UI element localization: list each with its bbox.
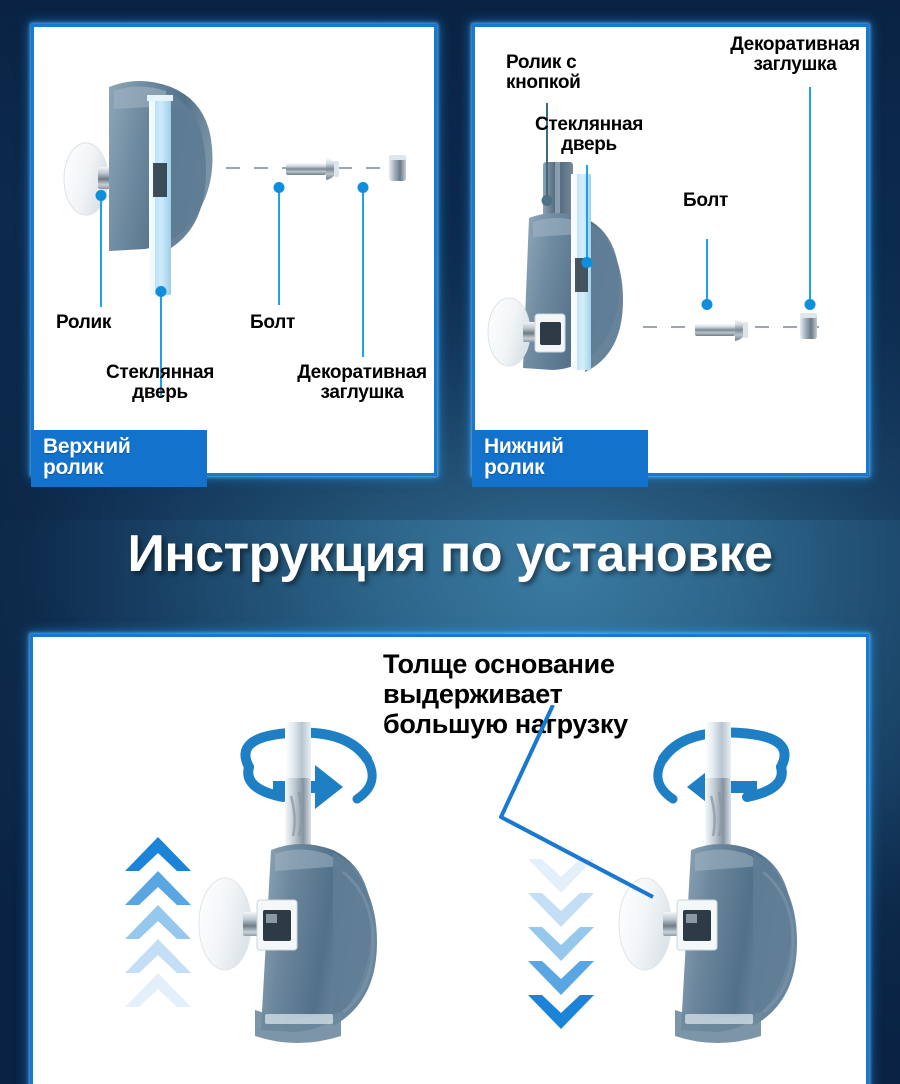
callout-steklyannaya-dver: Стеклянная дверь: [105, 362, 215, 404]
panel-installation: Толще основание выдерживает большую нагр…: [30, 634, 869, 1084]
leader-line-rolik: [95, 190, 107, 307]
headline-pointer-line: [499, 705, 654, 899]
leader-dot-steklyannaya-dver: [581, 257, 593, 268]
decorative-cap-illustration: [800, 313, 817, 339]
callout-bolt: Болт: [250, 312, 295, 333]
left-roller-illustration: [198, 722, 377, 1043]
badge-top-roller: Верхний ролик: [31, 430, 207, 487]
bottom-roller-assembly-illustration: [487, 162, 623, 372]
callout-rolik: Ролик: [56, 312, 112, 333]
panel-bottom-roller: Ролик с кнопкой Стеклянная дверь Болт Де…: [472, 24, 869, 476]
leader-line-bolt: [701, 239, 713, 310]
leader-dot-rolik: [95, 190, 107, 201]
chevrons-up-icon: [125, 837, 191, 1007]
callout-dekorativnaya-zaglushka: Декоративная заглушка: [730, 34, 860, 76]
panel-bottom-roller-content: Ролик с кнопкой Стеклянная дверь Болт Де…: [475, 27, 866, 473]
leader-line-rolik-s-knopkoy: [541, 103, 553, 206]
callout-bolt: Болт: [683, 190, 728, 211]
badge-bottom-roller: Нижний ролик: [472, 430, 648, 487]
leader-line-steklyannaya-dver: [155, 286, 167, 397]
callout-dekorativnaya-zaglushka: Декоративная заглушка: [297, 362, 427, 404]
page-title: Инструкция по установке: [127, 525, 773, 583]
callout-steklyannaya-dver: Стеклянная дверь: [534, 114, 644, 156]
top-roller-assembly-illustration: [63, 81, 213, 295]
leader-dot-dekorativnaya-zaglushka: [357, 182, 369, 193]
leader-dot-steklyannaya-dver: [155, 286, 167, 297]
leader-dot-bolt: [701, 299, 713, 310]
leader-line-dekorativnaya-zaglushka: [357, 182, 369, 357]
panel-installation-content: Толще основание выдерживает большую нагр…: [33, 637, 866, 1084]
panel-top-roller: Ролик Стеклянная дверь Болт Декоративная…: [31, 24, 437, 476]
leader-dot-rolik-s-knopkoy: [541, 195, 553, 206]
leader-line-dekorativnaya-zaglushka: [804, 87, 816, 310]
right-roller-illustration: [618, 722, 797, 1043]
panel-top-roller-content: Ролик Стеклянная дверь Болт Декоративная…: [34, 27, 434, 473]
leader-line-bolt: [273, 182, 285, 305]
bolt-illustration: [286, 158, 339, 180]
bolt-illustration: [695, 319, 748, 341]
leader-dot-dekorativnaya-zaglushka: [804, 299, 816, 310]
chevrons-down-icon: [528, 859, 594, 1029]
installation-headline: Толще основание выдерживает большую нагр…: [383, 649, 628, 740]
leader-line-steklyannaya-dver: [581, 165, 593, 268]
decorative-cap-illustration: [389, 155, 406, 181]
leader-dot-bolt: [273, 182, 285, 193]
callout-rolik-s-knopkoy: Ролик с кнопкой: [506, 52, 581, 94]
